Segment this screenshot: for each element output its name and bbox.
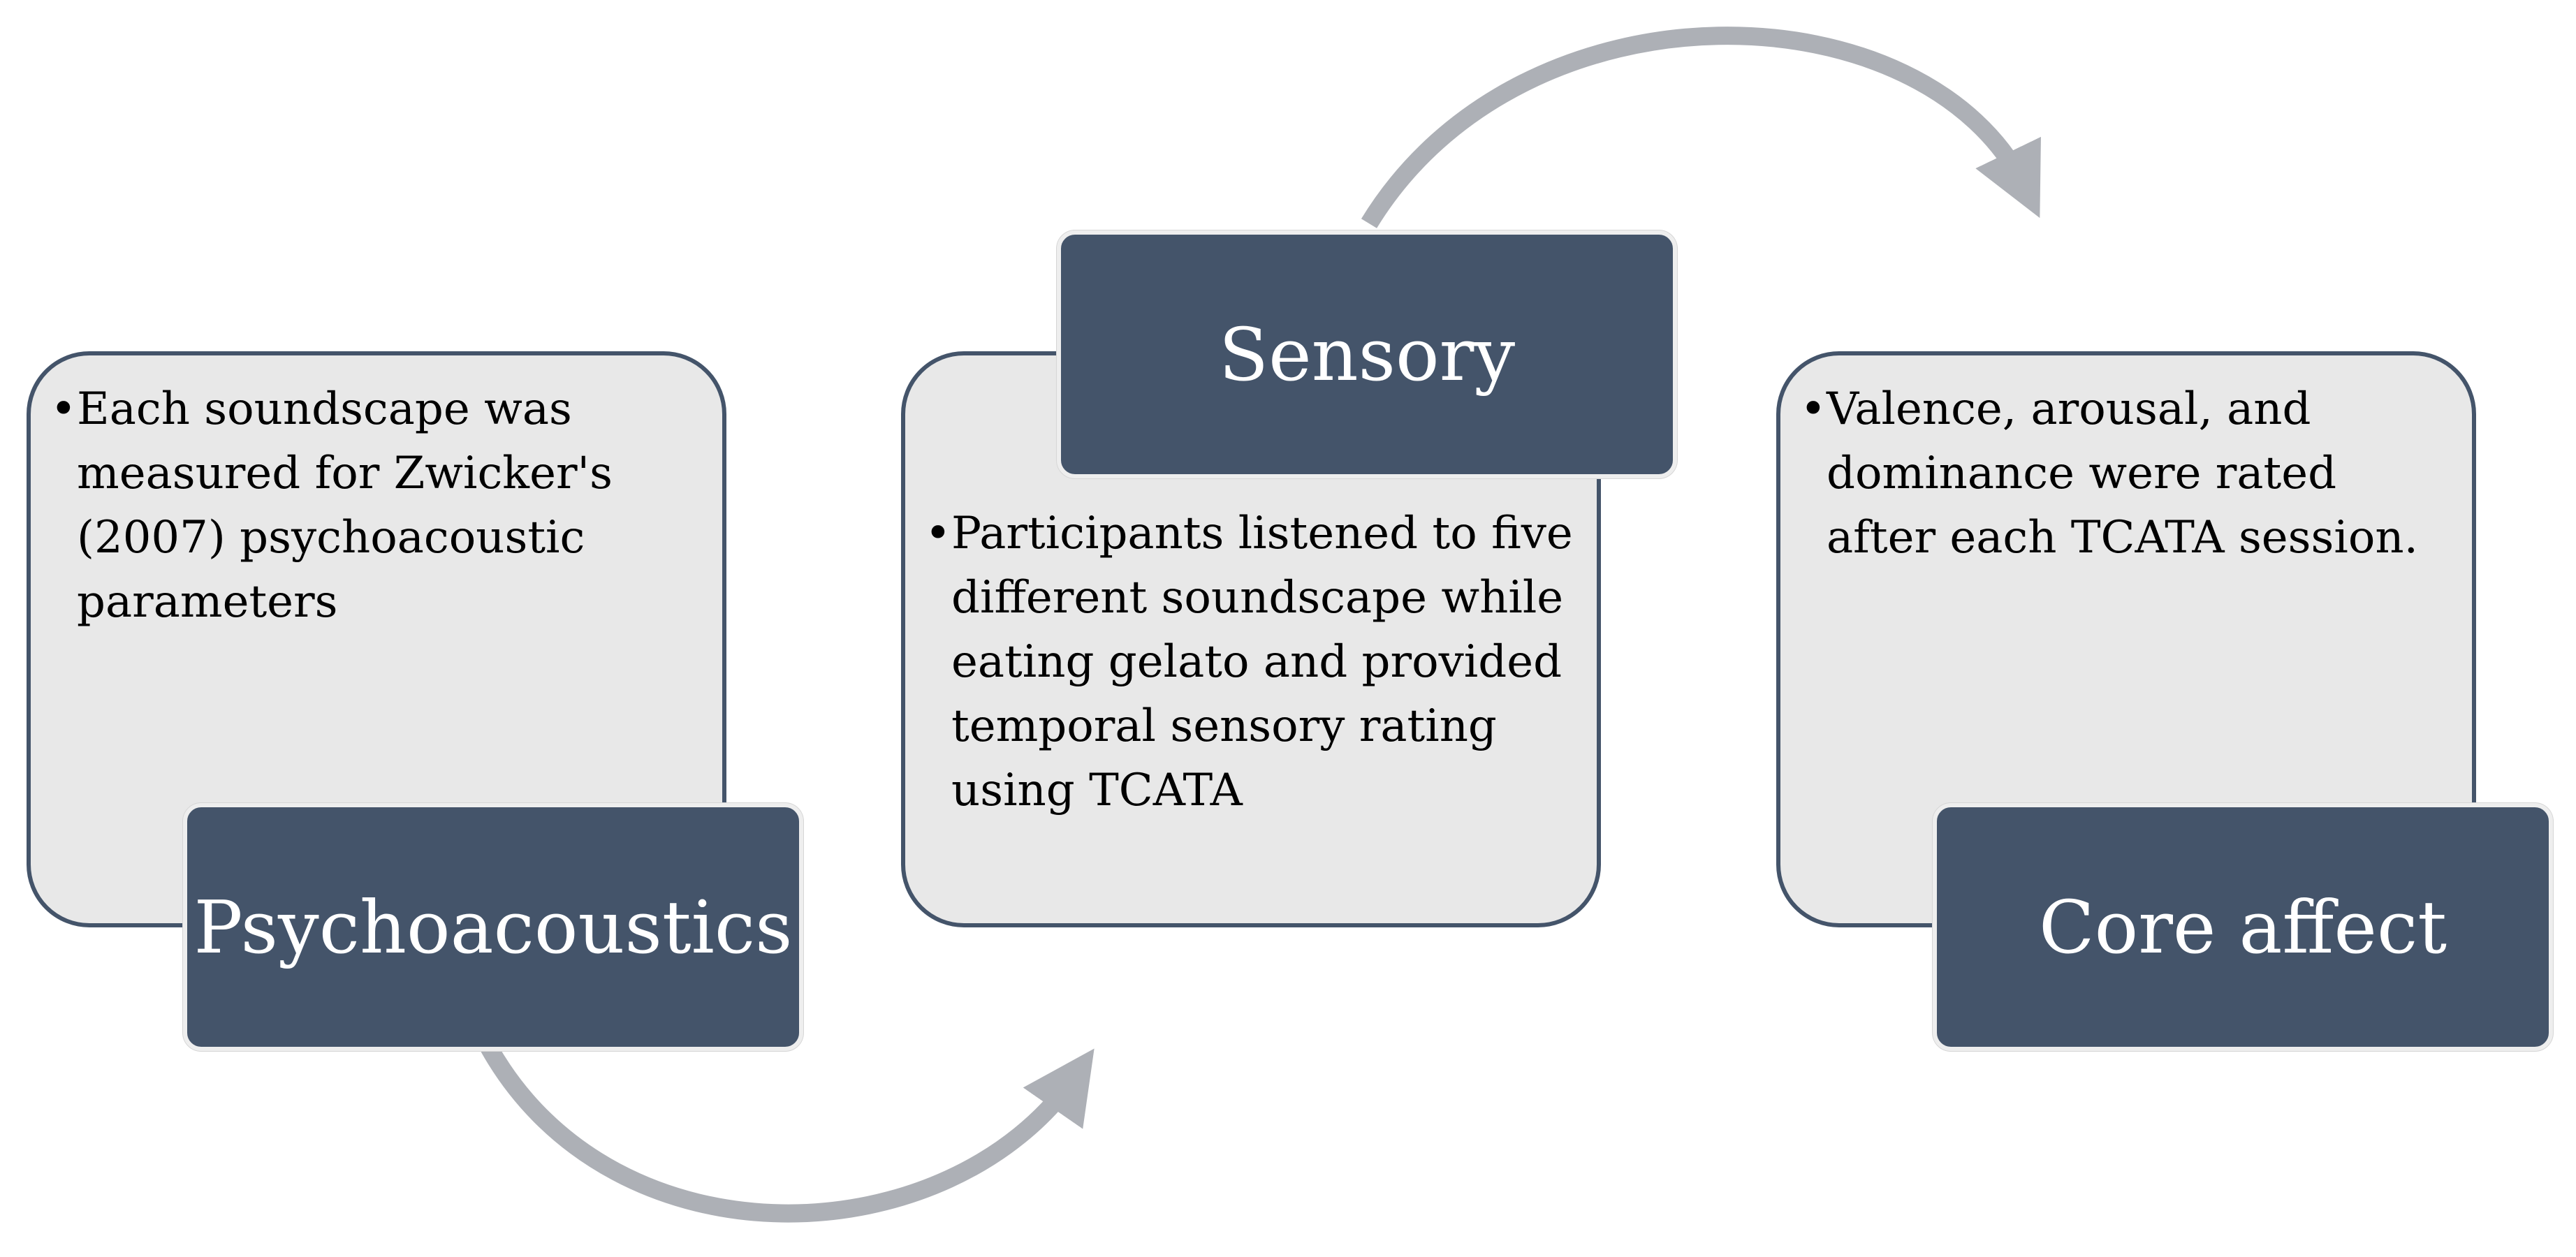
bullet-item: Valence, arousal, and dominance were rat… [1800,377,2443,570]
curved-arrow-icon [1361,27,2041,228]
bullet-item: Participants listened to five different … [925,501,1588,823]
sensory-text: Participants listened to five different … [925,501,1588,823]
curved-arrow-icon [481,1043,1095,1223]
psychoacoustics-label: Psychoacoustics [183,803,803,1051]
core-affect-text: Valence, arousal, and dominance were rat… [1800,377,2443,570]
psychoacoustics-text: Each soundscape was measured for Zwicker… [50,377,693,634]
bullet-item: Each soundscape was measured for Zwicker… [50,377,693,634]
core-affect-label: Core affect [1933,803,2553,1051]
sensory-label: Sensory [1057,230,1677,478]
